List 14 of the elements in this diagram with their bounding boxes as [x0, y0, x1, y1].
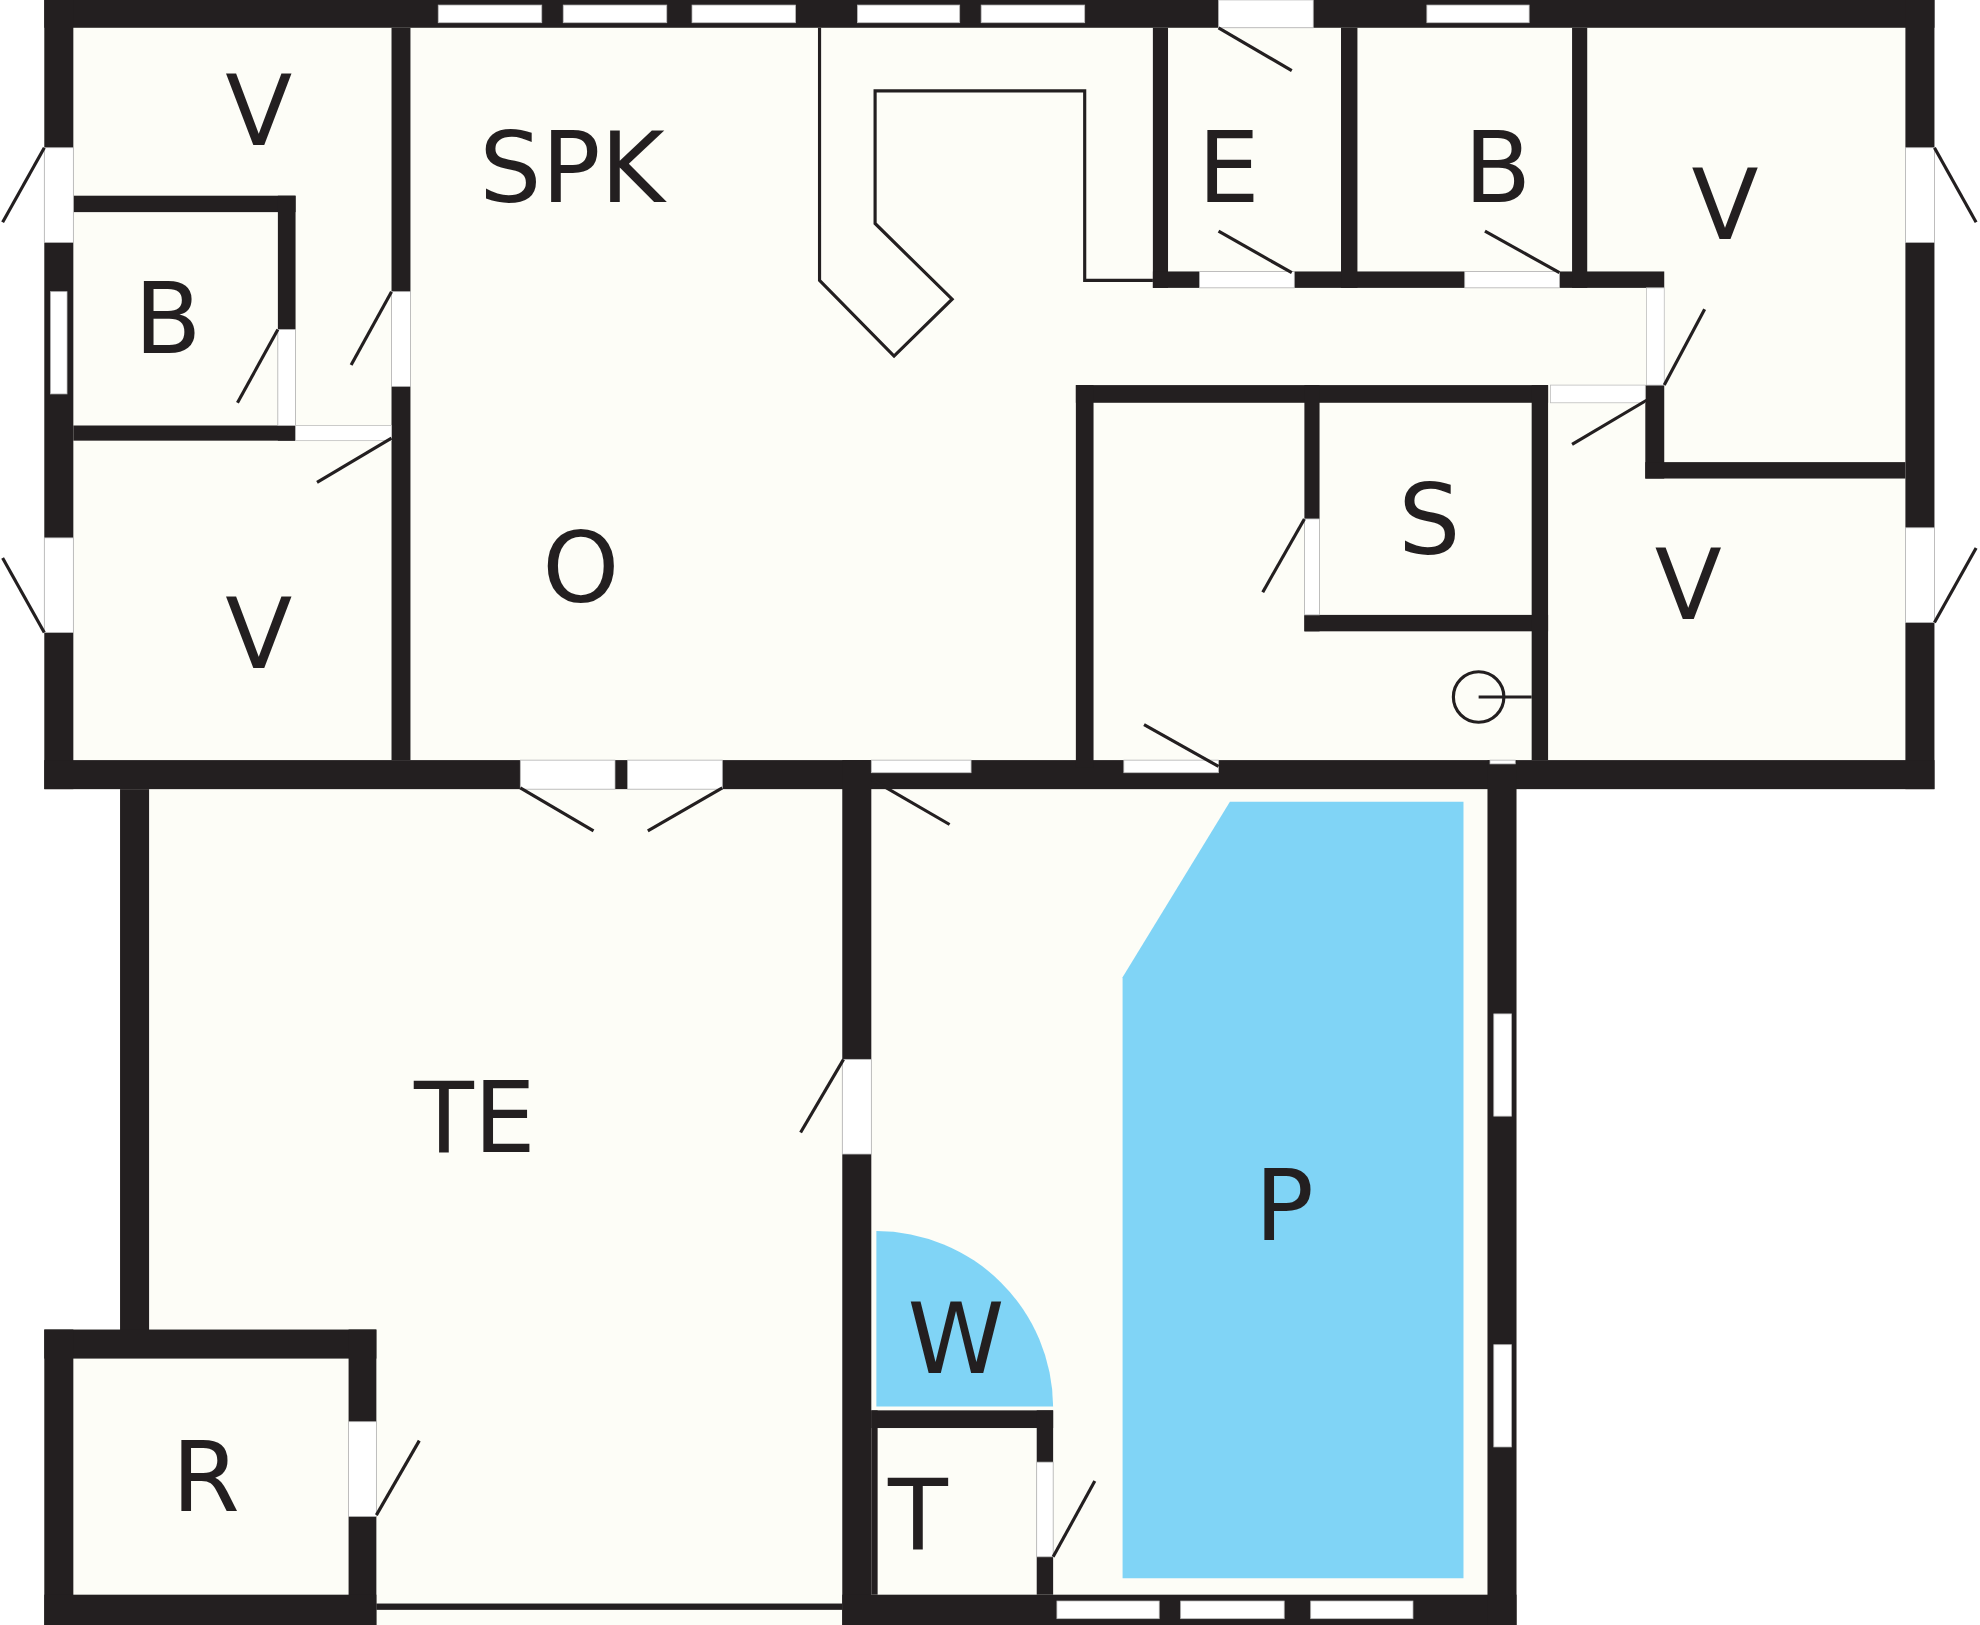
room-label: S: [1398, 471, 1461, 570]
room-label: V: [1691, 155, 1759, 254]
room-label: O: [542, 519, 620, 618]
room-label: R: [171, 1428, 240, 1527]
room-label: T: [888, 1466, 948, 1565]
room-label: B: [134, 270, 202, 369]
room-label: V: [225, 584, 293, 683]
room-label: E: [1197, 118, 1260, 217]
room-label: P: [1254, 1156, 1314, 1255]
room-label: V: [1654, 535, 1722, 634]
room-label: TE: [413, 1068, 536, 1167]
room-label: SPK: [479, 118, 665, 217]
room-label: B: [1464, 118, 1532, 217]
room-label: V: [225, 62, 293, 161]
